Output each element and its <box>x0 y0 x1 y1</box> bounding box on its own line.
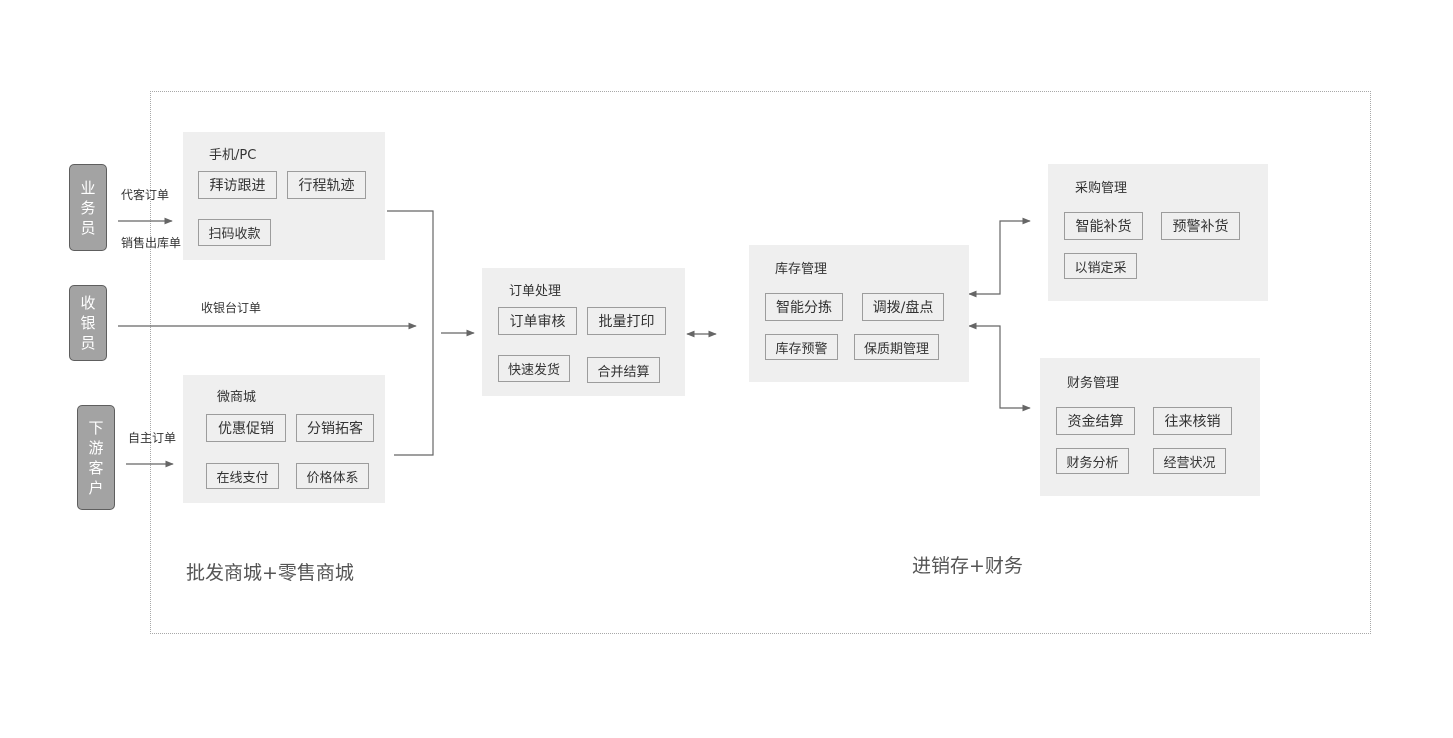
tag-batch-print: 批量打印 <box>587 307 666 335</box>
actor-cashier-label: 收银员 <box>80 294 96 352</box>
panel-order-processing-title: 订单处理 <box>509 284 562 299</box>
tag-online-pay: 在线支付 <box>206 463 279 489</box>
panel-micro-mall-title: 微商城 <box>217 390 257 405</box>
tag-stock-warning: 库存预警 <box>765 334 838 360</box>
tag-scan-payment: 扫码收款 <box>198 219 271 246</box>
actor-cashier: 收银员 <box>69 285 107 361</box>
tag-sales-based-purchase: 以销定采 <box>1064 253 1137 279</box>
tag-fund-settlement: 资金结算 <box>1056 407 1135 435</box>
tag-finance-analysis: 财务分析 <box>1056 448 1129 474</box>
actor-salesperson-label: 业务员 <box>80 178 96 237</box>
label-sales-outbound: 销售出库单 <box>121 236 182 250</box>
panel-purchasing-title: 采购管理 <box>1075 181 1128 196</box>
actor-salesperson: 业务员 <box>69 164 107 251</box>
tag-smart-sorting: 智能分拣 <box>765 293 843 321</box>
tag-account-reconcile: 往来核销 <box>1153 407 1232 435</box>
actor-downstream: 下游客户 <box>77 405 115 510</box>
panel-mobile-pc-title: 手机/PC <box>209 148 257 163</box>
tag-fast-ship: 快速发货 <box>498 355 570 382</box>
tag-shelf-life: 保质期管理 <box>854 334 939 360</box>
tag-visit-follow-up: 拜访跟进 <box>198 171 277 199</box>
panel-finance-title: 财务管理 <box>1067 376 1120 391</box>
tag-operating-status: 经营状况 <box>1153 448 1226 474</box>
arrow-inventory-finance <box>968 322 1031 412</box>
actor-downstream-label: 下游客户 <box>88 418 104 497</box>
panel-inventory-title: 库存管理 <box>775 262 828 277</box>
label-cashier-order: 收银台订单 <box>201 301 262 315</box>
label-self-order: 自主订单 <box>128 431 177 445</box>
arrow-inventory-purchasing <box>968 217 1031 298</box>
section-right-caption: 进销存+财务 <box>912 555 1023 577</box>
label-proxy-order: 代客订单 <box>121 188 170 202</box>
tag-price-system: 价格体系 <box>296 463 369 489</box>
section-left-caption: 批发商城+零售商城 <box>186 562 354 584</box>
tag-route-track: 行程轨迹 <box>287 171 366 199</box>
diagram-frame <box>150 91 1371 634</box>
tag-merge-settle: 合并结算 <box>587 357 660 383</box>
tag-order-review: 订单审核 <box>498 307 577 335</box>
tag-transfer-count: 调拨/盘点 <box>862 293 944 321</box>
tag-promotion: 优惠促销 <box>206 414 286 442</box>
merge-bracket <box>387 210 434 456</box>
tag-alert-replenish: 预警补货 <box>1161 212 1240 240</box>
tag-smart-replenish: 智能补货 <box>1064 212 1143 240</box>
tag-distribution: 分销拓客 <box>296 414 374 442</box>
